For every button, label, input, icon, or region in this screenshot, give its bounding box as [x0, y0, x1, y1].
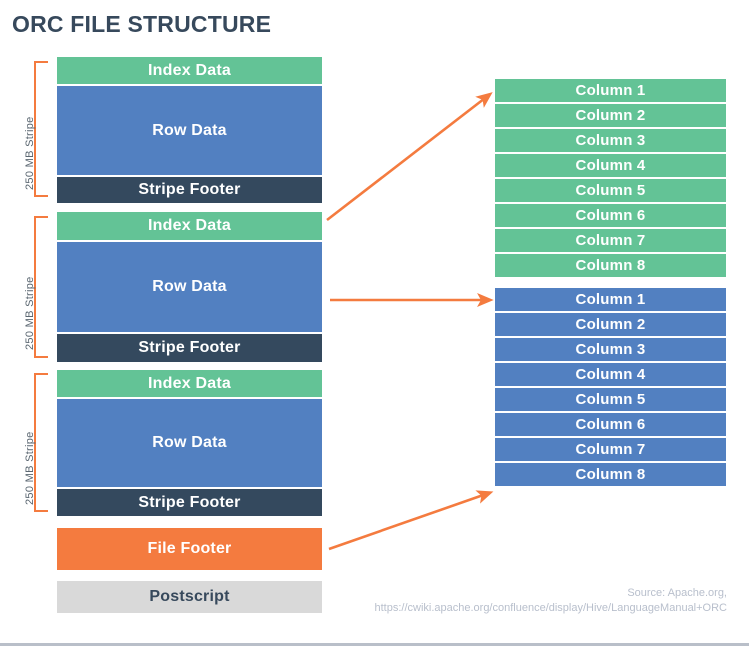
arrow-index-data-to-index-columns: [326, 92, 493, 222]
column-label: Column 3: [575, 341, 646, 358]
index-column-1[interactable]: Column 1: [495, 79, 726, 102]
row-column-2[interactable]: Column 2: [495, 313, 726, 336]
stripe-2-row-data[interactable]: Row Data: [57, 242, 322, 332]
row-column-1[interactable]: Column 1: [495, 288, 726, 311]
column-label: Column 2: [575, 316, 646, 333]
stripe-label-2: 250 MB Stripe: [24, 276, 36, 350]
index-column-5[interactable]: Column 5: [495, 179, 726, 202]
stripe-bracket-3: [34, 373, 48, 512]
column-label: Column 6: [575, 416, 646, 433]
stripe-bracket-2: [34, 216, 48, 358]
index-column-7[interactable]: Column 7: [495, 229, 726, 252]
index-column-2[interactable]: Column 2: [495, 104, 726, 127]
column-label: Column 4: [575, 157, 646, 174]
stripe-1-index-data[interactable]: Index Data: [57, 57, 322, 84]
block-label: Row Data: [152, 278, 227, 295]
column-label: Column 7: [575, 441, 646, 458]
row-column-8[interactable]: Column 8: [495, 463, 726, 486]
source-line-1: Source: Apache.org,: [627, 587, 727, 599]
row-column-4[interactable]: Column 4: [495, 363, 726, 386]
index-column-6[interactable]: Column 6: [495, 204, 726, 227]
block-label: Stripe Footer: [138, 339, 241, 356]
block-label: Index Data: [148, 374, 231, 392]
block-label: Postscript: [149, 588, 230, 605]
stripe-3-index-data[interactable]: Index Data: [57, 370, 322, 397]
source-note: Source: Apache.org, https://cwiki.apache…: [307, 586, 727, 616]
column-label: Column 8: [575, 466, 646, 483]
stripe-label-1: 250 MB Stripe: [24, 116, 36, 190]
row-column-5[interactable]: Column 5: [495, 388, 726, 411]
column-label: Column 4: [575, 366, 646, 383]
block-label: Row Data: [152, 121, 227, 139]
row-column-6[interactable]: Column 6: [495, 413, 726, 436]
stripe-1-stripe-footer[interactable]: Stripe Footer: [57, 177, 322, 203]
block-label: File Footer: [147, 540, 232, 557]
block-label: Stripe Footer: [138, 493, 241, 511]
column-label: Column 1: [575, 291, 646, 308]
block-label: Index Data: [148, 217, 231, 234]
postscript[interactable]: Postscript: [57, 581, 322, 613]
stripe-2-index-data[interactable]: Index Data: [57, 212, 322, 240]
row-column-3[interactable]: Column 3: [495, 338, 726, 361]
stripe-label-3: 250 MB Stripe: [24, 431, 36, 505]
row-column-7[interactable]: Column 7: [495, 438, 726, 461]
column-label: Column 6: [575, 207, 646, 224]
block-label: Index Data: [148, 61, 231, 79]
column-label: Column 1: [575, 82, 646, 99]
index-column-8[interactable]: Column 8: [495, 254, 726, 277]
column-label: Column 5: [575, 182, 646, 199]
index-column-4[interactable]: Column 4: [495, 154, 726, 177]
block-label: Row Data: [152, 434, 227, 451]
source-line-2: https://cwiki.apache.org/confluence/disp…: [374, 602, 727, 614]
column-label: Column 2: [575, 107, 646, 124]
stripe-2-stripe-footer[interactable]: Stripe Footer: [57, 334, 322, 362]
stripe-bracket-1: [34, 61, 48, 197]
stripe-3-row-data[interactable]: Row Data: [57, 399, 322, 487]
arrow-file-footer-to-row-columns: [328, 490, 494, 551]
column-label: Column 5: [575, 391, 646, 408]
column-label: Column 7: [575, 232, 646, 249]
page-title: ORC FILE STRUCTURE: [12, 11, 272, 37]
column-label: Column 3: [575, 132, 646, 149]
stripe-3-stripe-footer[interactable]: Stripe Footer: [57, 489, 322, 516]
column-label: Column 8: [575, 257, 646, 274]
stripe-1-row-data[interactable]: Row Data: [57, 86, 322, 175]
file-footer[interactable]: File Footer: [57, 528, 322, 570]
bottom-divider: [0, 643, 749, 646]
block-label: Stripe Footer: [138, 181, 241, 198]
index-column-3[interactable]: Column 3: [495, 129, 726, 152]
